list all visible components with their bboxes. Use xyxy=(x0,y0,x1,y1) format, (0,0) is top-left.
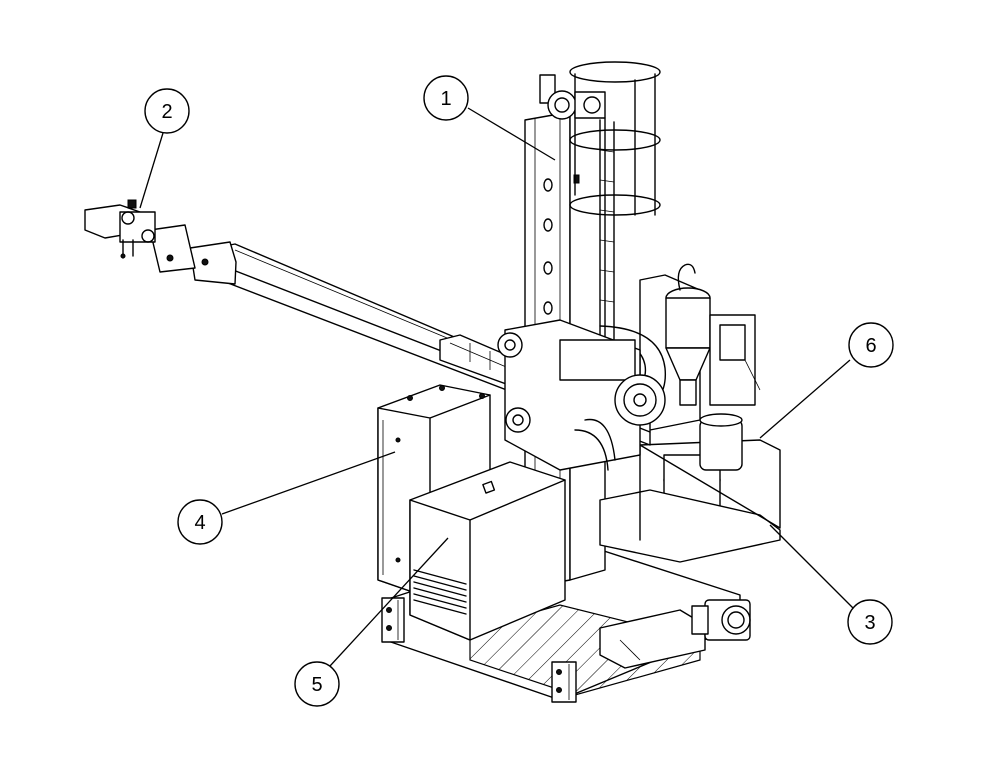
callout-1-label: 1 xyxy=(440,88,451,110)
power-source-vent-grille xyxy=(413,569,467,615)
access-ladder xyxy=(599,119,615,351)
callout-3: 3 xyxy=(769,524,893,645)
boom-carriage xyxy=(497,319,666,471)
flux-recovery-unit xyxy=(599,263,781,563)
wheel-bracket-right xyxy=(551,661,577,703)
callout-2: 2 xyxy=(139,88,190,209)
wheel-bracket-left xyxy=(381,597,405,643)
callout-4: 4 xyxy=(177,451,396,545)
welding-power-source xyxy=(409,461,566,641)
welding-head-assembly xyxy=(84,199,237,285)
safety-cage xyxy=(569,61,661,216)
callout-3-label: 3 xyxy=(864,612,875,634)
callout-2-label: 2 xyxy=(161,101,172,123)
column-top-hoist-drive xyxy=(539,74,606,120)
callout-6-label: 6 xyxy=(865,335,876,357)
callout-4-label: 4 xyxy=(194,512,205,534)
callout-6: 6 xyxy=(759,322,894,439)
callout-5: 5 xyxy=(294,537,449,707)
travel-drive-motor xyxy=(691,599,751,641)
callout-5-label: 5 xyxy=(311,674,322,696)
callout-1: 1 xyxy=(423,75,556,161)
